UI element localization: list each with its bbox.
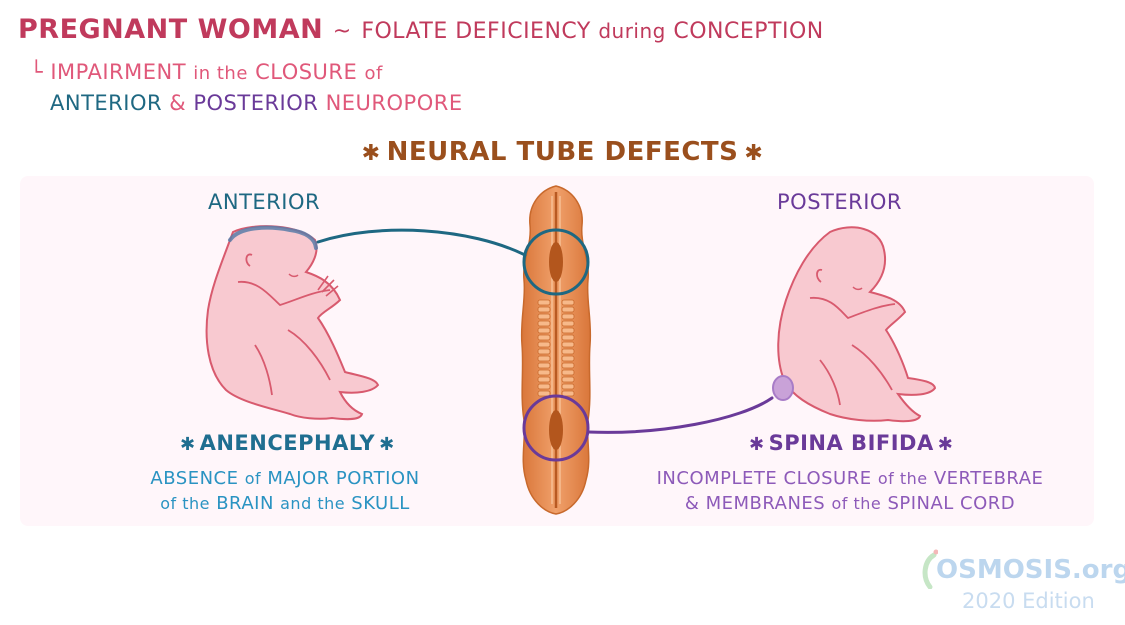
- title-separator: ~: [332, 19, 352, 44]
- asterisk-icon: ✱: [379, 434, 395, 455]
- desc-part: of the: [877, 469, 928, 488]
- posterior-heading: POSTERIOR: [777, 190, 903, 214]
- anencephaly-label: ✱ANENCEPHALY✱: [176, 431, 399, 455]
- spina-bifida-text: SPINA BIFIDA: [768, 431, 934, 455]
- logo-brand: OSMOSIS.org: [936, 555, 1125, 585]
- asterisk-icon: ✱: [744, 141, 764, 166]
- title-subtitle: FOLATE DEFICIENCY during CONCEPTION: [361, 19, 823, 44]
- anterior-word: ANTERIOR: [50, 91, 163, 115]
- desc-part: SKULL: [345, 493, 410, 514]
- description-line: ABSENCE of MAJOR PORTION: [130, 466, 440, 491]
- description-line: of the BRAIN and the SKULL: [130, 491, 440, 516]
- logo-edition: 2020 Edition: [962, 589, 1095, 613]
- title-sub-part: FOLATE DEFICIENCY: [361, 19, 599, 44]
- impairment-part: CLOSURE: [247, 60, 365, 84]
- desc-part: ABSENCE: [150, 468, 245, 489]
- neuropore-line: ANTERIOR & POSTERIOR NEUROPORE: [50, 91, 463, 115]
- desc-part: of the: [160, 494, 210, 513]
- impairment-line: └ IMPAIRMENT in the CLOSURE of: [30, 60, 383, 84]
- neuropore-word: NEUROPORE: [325, 91, 463, 115]
- anencephaly-text: ANENCEPHALY: [199, 431, 376, 455]
- desc-part: SPINAL CORD: [881, 493, 1016, 514]
- anterior-heading: ANTERIOR: [208, 190, 321, 214]
- posterior-word: POSTERIOR: [193, 91, 319, 115]
- asterisk-icon: ✱: [749, 434, 765, 455]
- title-line: PREGNANT WOMAN ~ FOLATE DEFICIENCY durin…: [18, 14, 824, 45]
- asterisk-icon: ✱: [361, 141, 381, 166]
- description-line: & MEMBRANES of the SPINAL CORD: [625, 491, 1075, 516]
- description-line: INCOMPLETE CLOSURE of the VERTEBRAE: [625, 466, 1075, 491]
- spina-bifida-description: INCOMPLETE CLOSURE of the VERTEBRAE & ME…: [625, 466, 1075, 516]
- impairment-part: of: [364, 63, 383, 84]
- ampersand: &: [169, 91, 187, 115]
- impairment-part: in the: [193, 63, 248, 84]
- spina-bifida-label: ✱SPINA BIFIDA✱: [745, 431, 957, 455]
- desc-part: INCOMPLETE CLOSURE: [656, 468, 878, 489]
- logo-arc-icon: [922, 549, 938, 589]
- desc-part: MAJOR PORTION: [261, 468, 420, 489]
- title-sub-part: during: [598, 19, 666, 43]
- section-title: ✱NEURAL TUBE DEFECTS✱: [0, 137, 1125, 167]
- asterisk-icon: ✱: [937, 434, 954, 455]
- desc-part: and the: [280, 494, 346, 513]
- anencephaly-description: ABSENCE of MAJOR PORTION of the BRAIN an…: [130, 466, 440, 516]
- desc-part: & MEMBRANES: [684, 493, 832, 514]
- osmosis-logo: OSMOSIS.org 2020 Edition: [922, 549, 1125, 613]
- title-sub-part: CONCEPTION: [665, 19, 824, 44]
- desc-part: VERTEBRAE: [927, 468, 1044, 489]
- asterisk-icon: ✱: [180, 434, 196, 455]
- corner-arrow-icon: └: [30, 60, 44, 84]
- desc-part: BRAIN: [209, 493, 281, 514]
- section-title-text: NEURAL TUBE DEFECTS: [386, 137, 739, 167]
- impairment-part: IMPAIRMENT: [50, 60, 194, 84]
- title-main: PREGNANT WOMAN: [18, 14, 324, 45]
- desc-part: of: [244, 469, 262, 488]
- desc-part: of the: [831, 494, 882, 513]
